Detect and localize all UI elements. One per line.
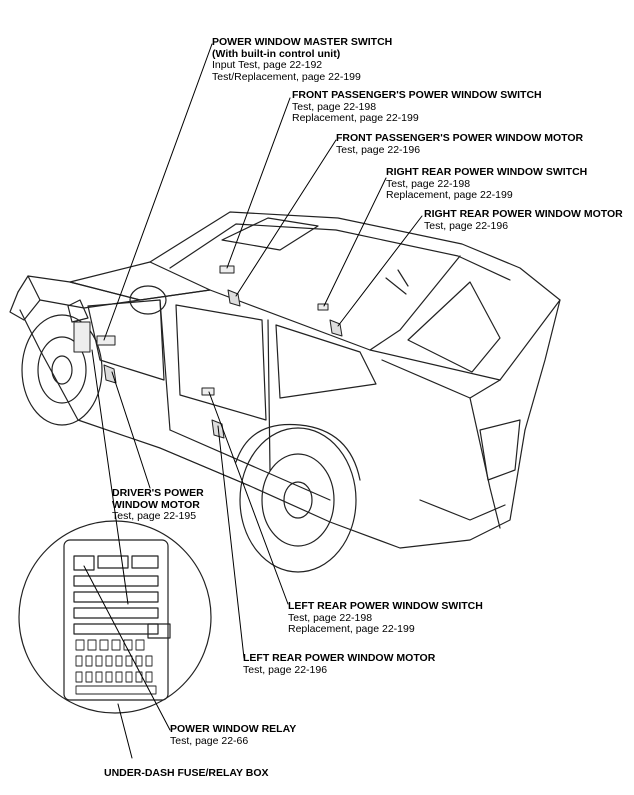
right-rear-switch-marker	[317, 303, 329, 311]
right-rear-switch-ref-1: Test, page 22-198	[386, 177, 471, 190]
right-rear-switch-ref-2: Replacement, page 22-199	[386, 189, 513, 201]
label-front-pass-motor: FRONT PASSENGER'S POWER WINDOW MOTOR Tes…	[336, 132, 584, 156]
fuse-box-title: UNDER-DASH FUSE/RELAY BOX	[104, 767, 269, 779]
driver-motor-ref-1: Test, page 22-195	[112, 510, 197, 522]
front-pass-switch-marker	[219, 265, 235, 274]
fuse-box-marker	[73, 321, 91, 353]
left-rear-switch-ref-1: Test, page 22-198	[288, 611, 373, 624]
driver-motor-title-2: WINDOW MOTOR	[112, 498, 200, 511]
component-markers	[73, 265, 343, 439]
front-pass-switch-ref-1: Test, page 22-198	[292, 100, 377, 113]
left-rear-motor-title: LEFT REAR POWER WINDOW MOTOR	[243, 652, 436, 664]
right-rear-motor-ref-1: Test, page 22-196	[424, 219, 509, 232]
label-fuse-box: UNDER-DASH FUSE/RELAY BOX	[104, 767, 269, 780]
left-rear-switch-ref-2: Replacement, page 22-199	[288, 623, 415, 635]
left-rear-switch-title: LEFT REAR POWER WINDOW SWITCH	[288, 600, 483, 612]
master-switch-subtitle: (With built-in control unit)	[212, 47, 341, 60]
master-switch-ref-2: Test/Replacement, page 22-199	[212, 70, 361, 83]
master-switch-title: POWER WINDOW MASTER SWITCH	[212, 36, 393, 48]
label-master-switch: POWER WINDOW MASTER SWITCH (With built-i…	[212, 36, 393, 83]
front-pass-switch-ref-2: Replacement, page 22-199	[292, 112, 419, 124]
label-front-pass-switch: FRONT PASSENGER'S POWER WINDOW SWITCH Te…	[292, 89, 542, 125]
label-right-rear-motor: RIGHT REAR POWER WINDOW MOTOR Test, page…	[424, 208, 623, 232]
relay-title: POWER WINDOW RELAY	[170, 723, 297, 735]
leader-lines	[83, 43, 423, 759]
master-switch-marker	[96, 335, 116, 346]
label-right-rear-switch: RIGHT REAR POWER WINDOW SWITCH Test, pag…	[386, 166, 588, 202]
fuse-box-inset	[18, 520, 212, 714]
front-pass-switch-title: FRONT PASSENGER'S POWER WINDOW SWITCH	[292, 89, 542, 101]
label-driver-motor: DRIVER'S POWER WINDOW MOTOR Test, page 2…	[112, 487, 204, 523]
master-switch-ref-1: Input Test, page 22-192	[212, 59, 323, 71]
label-left-rear-switch: LEFT REAR POWER WINDOW SWITCH Test, page…	[288, 600, 483, 636]
vehicle-outline	[9, 211, 561, 573]
left-rear-switch-marker	[201, 387, 215, 396]
right-rear-motor-title: RIGHT REAR POWER WINDOW MOTOR	[424, 208, 623, 220]
label-left-rear-motor: LEFT REAR POWER WINDOW MOTOR Test, page …	[243, 652, 436, 676]
left-rear-motor-ref-1: Test, page 22-196	[243, 663, 328, 676]
relay-ref-1: Test, page 22-66	[170, 734, 249, 747]
driver-motor-title-1: DRIVER'S POWER	[112, 487, 204, 499]
right-rear-switch-title: RIGHT REAR POWER WINDOW SWITCH	[386, 166, 588, 178]
label-relay: POWER WINDOW RELAY Test, page 22-66	[170, 723, 297, 747]
front-pass-motor-ref-1: Test, page 22-196	[336, 143, 421, 156]
front-pass-motor-title: FRONT PASSENGER'S POWER WINDOW MOTOR	[336, 132, 584, 144]
